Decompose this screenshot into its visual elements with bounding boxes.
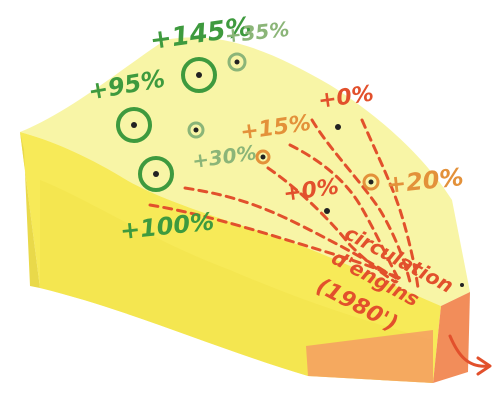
dune-left-face (20, 132, 40, 288)
point-p20 (362, 173, 380, 191)
point-p0-top (335, 124, 341, 130)
dune-front-shading (40, 180, 433, 383)
traffic-path-5 (310, 118, 412, 284)
point-p145 (181, 57, 217, 93)
point-p100 (138, 156, 174, 192)
point-extra (460, 283, 464, 287)
point-p30 (187, 121, 205, 139)
point-p15 (255, 149, 271, 165)
bank-front-face (306, 330, 433, 383)
point-p35 (227, 52, 247, 72)
traffic-path-4 (288, 143, 402, 284)
traffic-path-3 (266, 166, 397, 284)
point-p0-mid (324, 208, 330, 214)
point-p95 (116, 107, 152, 143)
traffic-path-2 (148, 203, 402, 280)
traffic-path-6 (360, 118, 420, 290)
exit-arrowhead (476, 356, 492, 376)
traffic-paths (148, 118, 420, 290)
exit-arrow (448, 334, 490, 368)
dune-top-surface (20, 37, 470, 307)
